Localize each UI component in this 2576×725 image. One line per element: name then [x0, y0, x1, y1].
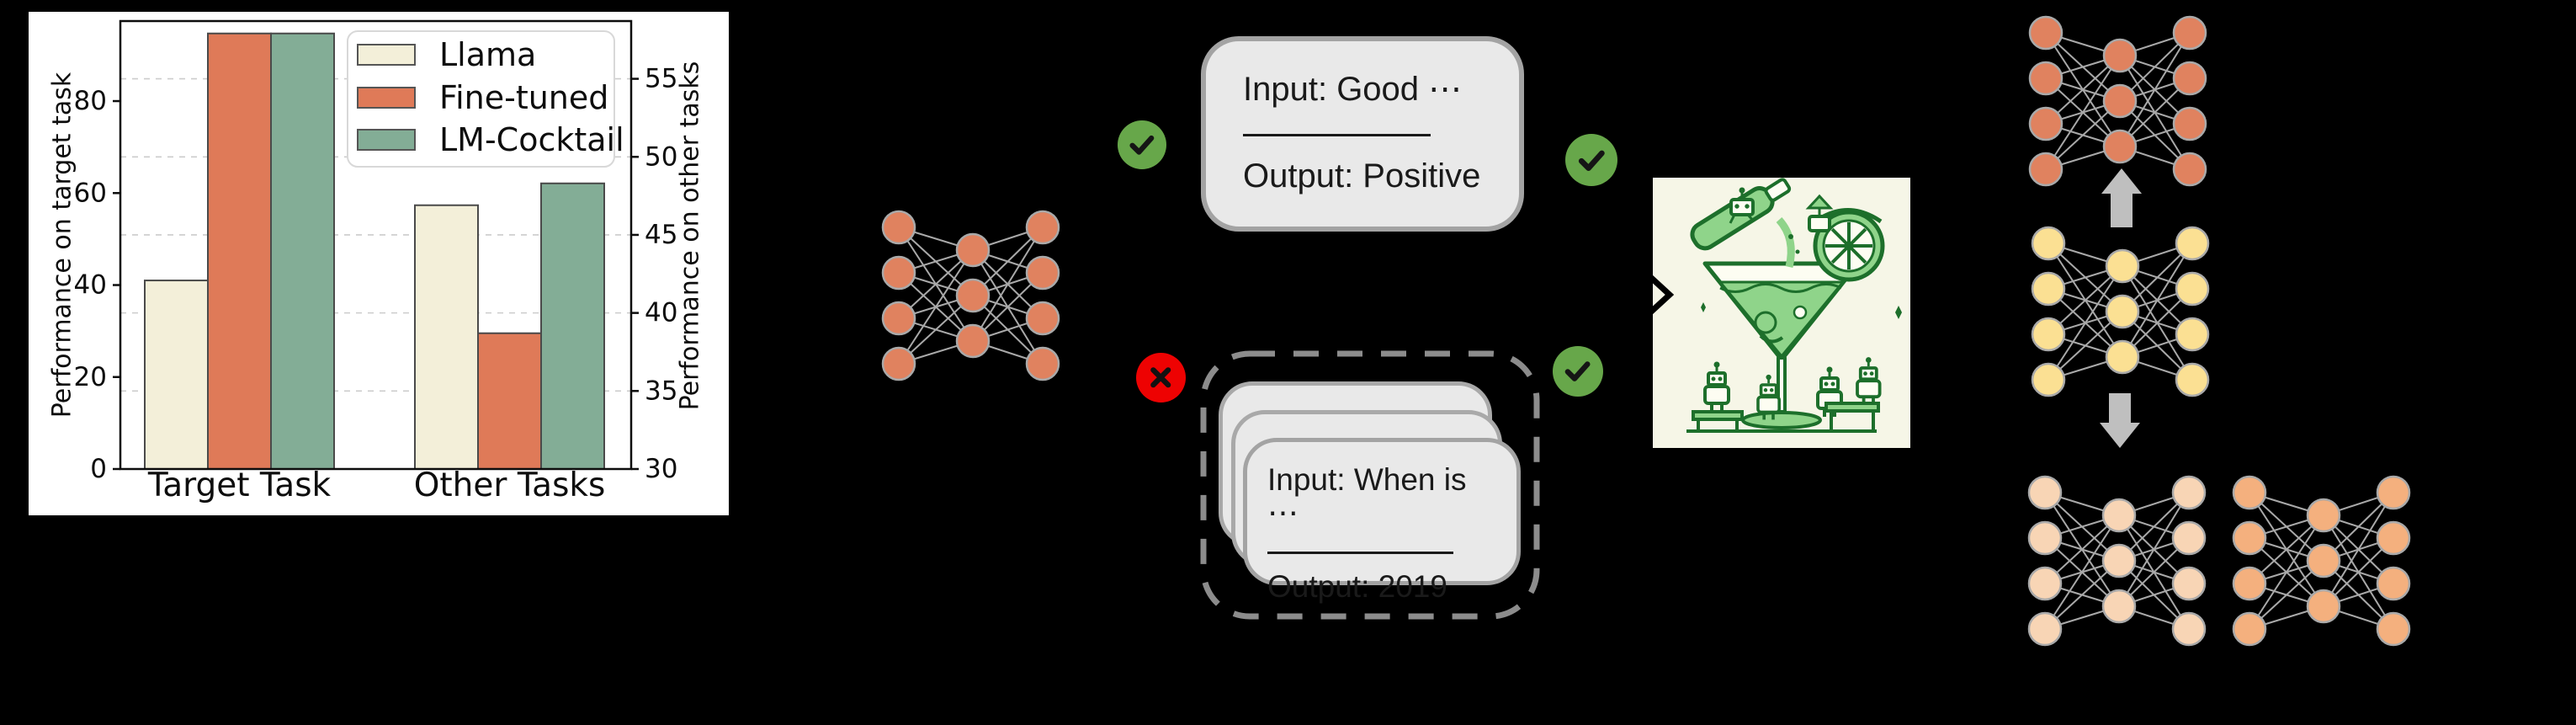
- card-input-text: Input: Good ⋯: [1243, 71, 1463, 108]
- tables: [1692, 402, 1880, 431]
- lime-wheel: [1813, 208, 1885, 282]
- bar-lm-cocktail-other-tasks: [540, 182, 605, 470]
- right-axis-tick: 40: [645, 298, 677, 328]
- check-icon: [1565, 134, 1617, 186]
- card-output-text: Output: 2019: [1267, 568, 1447, 604]
- merge-up-arrow: [2101, 168, 2142, 227]
- card-input-text: Input: When is ⋯: [1267, 462, 1467, 530]
- sparkles: [1701, 234, 1902, 319]
- left-axis-tick: 60: [74, 178, 107, 208]
- example-card-qa: Input: When is ⋯ Output: 2019: [1243, 438, 1521, 603]
- party-robots: [1692, 234, 1902, 431]
- right-axis-tick: 35: [645, 376, 677, 406]
- bar-fine-tuned-other-tasks: [477, 332, 542, 471]
- merged-model-network: [2028, 15, 2207, 187]
- bar-llama-other-tasks: [414, 204, 479, 470]
- bar-fine-tuned-target-task: [207, 32, 272, 470]
- left-axis-tick: 80: [74, 86, 107, 116]
- legend-label: Llama: [439, 36, 536, 73]
- other-model-network-2: [2232, 475, 2411, 647]
- card-divider: [1267, 551, 1453, 554]
- legend-swatch-llama: [357, 44, 416, 66]
- martini-glass: [1702, 261, 1861, 429]
- merge-down-arrow: [2100, 393, 2140, 448]
- category-label: Other Tasks: [414, 466, 606, 504]
- cocktail-robots-image: [1653, 178, 1910, 448]
- left-axis-tick: 0: [90, 454, 107, 484]
- arrowhead-chevron-icon: [1647, 274, 1675, 316]
- target-model-network: [2031, 226, 2210, 397]
- right-axis-label: Performance on other tasks: [676, 61, 705, 411]
- left-axis-label: Performance on target task: [48, 72, 77, 418]
- right-axis-tick: 30: [645, 454, 677, 484]
- category-label: Target Task: [147, 466, 332, 504]
- legend-label: Fine-tuned: [439, 79, 608, 116]
- check-icon: [1118, 120, 1166, 169]
- cross-icon: [1136, 353, 1186, 402]
- finetuned-model-network: [881, 210, 1060, 381]
- right-axis-tick: 45: [645, 220, 677, 250]
- dashed-group-box: [1200, 350, 1540, 620]
- legend-swatch-lm-cocktail: [357, 129, 416, 151]
- legend-label: LM-Cocktail: [439, 121, 624, 158]
- check-icon: [1553, 346, 1603, 397]
- card-divider: [1243, 134, 1431, 136]
- robot-on-bottle: [1729, 187, 1755, 224]
- legend-swatch-fine-tuned: [357, 87, 416, 109]
- umbrella-robot: [1805, 194, 1834, 232]
- left-axis-tick: 40: [74, 270, 107, 301]
- axes: 0 20 40 60 80 30 35 40 45 50 55: [74, 19, 677, 484]
- other-model-network-1: [2027, 475, 2207, 647]
- right-axis-tick: 55: [645, 64, 677, 94]
- bar-lm-cocktail-target-task: [270, 32, 335, 470]
- left-axis-tick: 20: [74, 362, 107, 392]
- right-axis-tick: 50: [645, 141, 677, 172]
- card-output-text: Output: Positive: [1243, 157, 1481, 195]
- example-card-sentiment: Input: Good ⋯ Output: Positive: [1201, 36, 1524, 232]
- bars: [144, 32, 605, 471]
